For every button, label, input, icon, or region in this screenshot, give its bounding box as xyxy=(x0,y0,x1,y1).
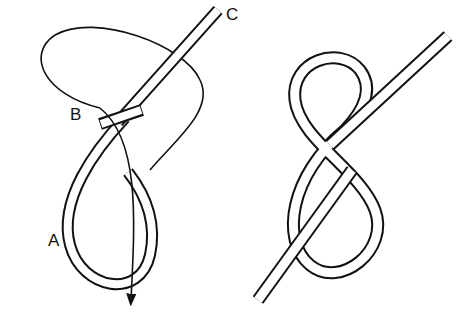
part-label: B xyxy=(70,106,81,123)
figure-eight-knot xyxy=(258,36,448,300)
part-label: A xyxy=(48,232,59,249)
pull-direction-arrow xyxy=(100,108,134,300)
rope-standing-part xyxy=(118,10,218,122)
rope-crossing xyxy=(100,110,142,124)
rope-loop xyxy=(68,118,152,284)
part-label: C xyxy=(226,6,238,23)
